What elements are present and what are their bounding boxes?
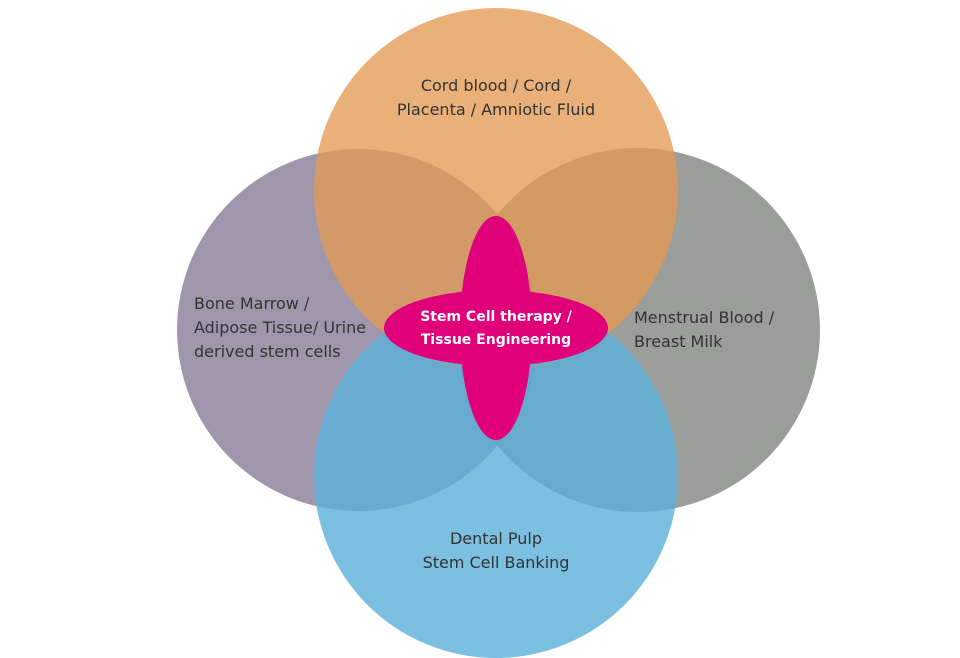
circle-top [314, 8, 678, 372]
label-top-line1: Cord blood / Cord / [420, 76, 572, 95]
label-bottom-line2: Stem Cell Banking [422, 553, 570, 572]
label-left: Bone Marrow / Adipose Tissue/ Urine deri… [194, 292, 366, 364]
label-center: Stem Cell therapy / Tissue Engineering [396, 306, 596, 352]
label-top: Cord blood / Cord / Placenta / Amniotic … [388, 74, 604, 122]
center-petal-horizontal [384, 290, 608, 366]
label-right-line2: Breast Milk [634, 332, 723, 351]
label-bottom: Dental Pulp Stem Cell Banking [396, 527, 596, 575]
label-left-line2: Adipose Tissue/ Urine [194, 318, 367, 337]
label-bottom-line1: Dental Pulp [449, 529, 543, 548]
label-center-line2: Tissue Engineering [420, 332, 572, 348]
label-right: Menstrual Blood / Breast Milk [634, 306, 774, 354]
label-top-line2: Placenta / Amniotic Fluid [396, 100, 596, 119]
circle-bottom [314, 294, 678, 658]
label-center-line1: Stem Cell therapy / [420, 309, 572, 325]
label-left-line3: derived stem cells [194, 342, 341, 361]
label-right-line1: Menstrual Blood / [634, 308, 775, 327]
label-left-line1: Bone Marrow / [194, 294, 310, 313]
